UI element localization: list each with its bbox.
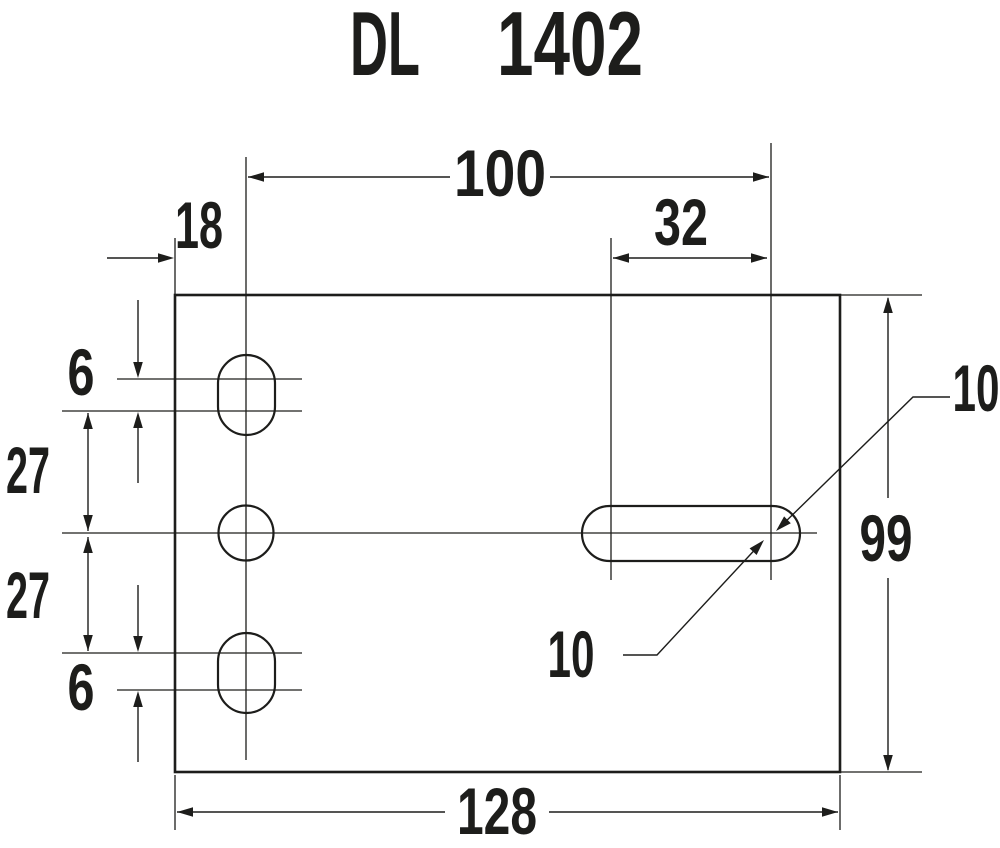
dim-100-arrow-right — [753, 172, 769, 182]
callout-10-lower-arrow — [749, 540, 764, 555]
dim-6-bottom-down-arrow — [133, 636, 143, 652]
dim-27-lower-arrow-top — [83, 537, 93, 553]
dim-6-top-up-arrow — [133, 412, 143, 428]
dim-27-lower-label: 27 — [6, 558, 50, 632]
dim-27-lower-arrow-bottom — [83, 635, 93, 651]
dim-128-label: 128 — [457, 774, 537, 848]
dim-128-arrow-right — [822, 807, 838, 817]
dim-6-top-down-arrow — [133, 362, 143, 378]
dim-27-upper-label: 27 — [6, 433, 50, 507]
dim-27-upper-arrow-top — [83, 413, 93, 429]
dim-128-arrow-left — [177, 807, 193, 817]
callout-10-lower-label: 10 — [548, 617, 595, 691]
dim-32-arrow-right — [751, 253, 767, 263]
callout-10-upper-label: 10 — [953, 351, 1000, 425]
dim-6-top-label: 6 — [68, 335, 95, 409]
dim-32-label: 32 — [654, 185, 708, 259]
drawing-title-code: 1402 — [497, 0, 643, 95]
dim-18-label: 18 — [175, 188, 223, 262]
dim-18-arrow — [158, 253, 174, 263]
dim-6-bottom-up-arrow — [133, 691, 143, 707]
dim-99-arrow-top — [883, 297, 893, 313]
dim-100-arrow-left — [248, 172, 264, 182]
callout-10-upper-leader — [777, 396, 950, 530]
callout-10-upper-arrow — [776, 516, 791, 531]
dim-100-label: 100 — [454, 136, 546, 210]
dim-32-arrow-left — [613, 253, 629, 263]
drawing-title-prefix: DL — [350, 0, 420, 95]
dim-6-bottom-label: 6 — [68, 650, 95, 724]
dim-27-upper-arrow-bottom — [83, 515, 93, 531]
callout-10-lower-leader — [623, 541, 763, 656]
dim-99-label: 99 — [860, 501, 913, 575]
dim-99-arrow-bottom — [883, 755, 893, 771]
